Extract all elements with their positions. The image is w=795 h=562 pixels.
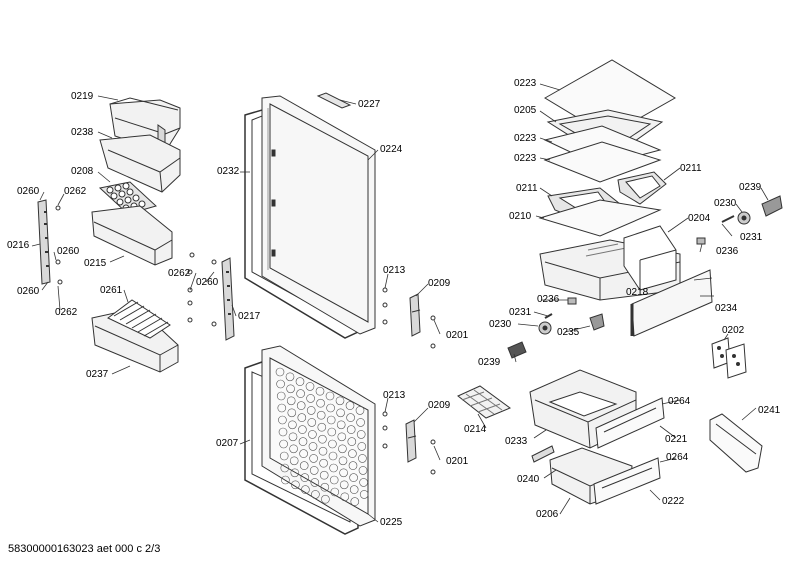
part-label: 0260 <box>17 186 40 197</box>
upper-door-frame <box>261 95 376 335</box>
part-label: 0260 <box>17 286 40 297</box>
part-label: 0238 <box>71 127 94 138</box>
part-label: 0204 <box>688 213 711 224</box>
part-label: 0215 <box>84 258 107 269</box>
crisper-cover-front <box>630 269 713 337</box>
part-label: 0260 <box>57 246 80 257</box>
fitting-cap-mid <box>567 297 577 305</box>
fitting-bracket-mid <box>589 313 605 331</box>
part-label: 0224 <box>380 144 403 155</box>
part-label: 0225 <box>380 517 403 528</box>
glass-shelf-lower <box>538 199 662 237</box>
part-label: 0261 <box>100 285 123 296</box>
part-label: 0262 <box>168 268 191 279</box>
lower-door-insulation-pattern <box>275 367 369 506</box>
part-label: 0230 <box>714 198 737 209</box>
part-label: 0217 <box>238 311 261 322</box>
ice-cube-tray <box>457 385 512 419</box>
fitting-roller-top <box>721 211 751 225</box>
part-label: 0221 <box>665 434 688 445</box>
part-label: 0201 <box>446 456 469 467</box>
part-label: 0241 <box>758 405 781 416</box>
freezer-drawer-divider <box>531 445 555 463</box>
upper-hinge-parts <box>382 287 436 349</box>
part-label: 0260 <box>196 277 219 288</box>
door-shelf <box>91 205 173 266</box>
door-label-plate <box>316 92 352 109</box>
door-shelf-support-right <box>187 252 235 341</box>
freezer-flap <box>709 413 763 473</box>
part-label: 0262 <box>55 307 78 318</box>
part-label: 0223 <box>514 78 537 89</box>
fitting-roller-mid <box>538 313 553 335</box>
part-label: 0264 <box>668 396 691 407</box>
part-label: 0211 <box>680 163 702 174</box>
part-label: 0213 <box>383 265 406 276</box>
part-label: 0222 <box>662 496 685 507</box>
fitting-clip-top <box>761 195 783 217</box>
adhesive-pads <box>711 337 747 379</box>
part-label: 0207 <box>216 438 239 449</box>
part-label: 0237 <box>86 369 109 380</box>
door-shelf-support-left <box>37 199 63 285</box>
crisper-divider <box>623 225 677 291</box>
part-label: 0233 <box>505 436 528 447</box>
part-label: 0209 <box>428 278 451 289</box>
part-label: 0208 <box>71 166 94 177</box>
part-label: 0211 <box>516 183 538 194</box>
part-label: 0223 <box>514 153 537 164</box>
document-code: 58300000163023 aet 000 c 2/3 <box>8 543 161 555</box>
lower-hinge-parts <box>382 411 436 475</box>
glass-shelf-middle <box>543 141 662 183</box>
part-label: 0227 <box>358 99 381 110</box>
part-label: 0262 <box>64 186 87 197</box>
part-label: 0201 <box>446 330 469 341</box>
part-label: 0232 <box>217 166 240 177</box>
part-label: 0240 <box>517 474 540 485</box>
part-label: 0219 <box>71 91 94 102</box>
part-label: 0231 <box>740 232 763 243</box>
fitting-clip-mid <box>507 341 527 359</box>
part-label: 0209 <box>428 400 451 411</box>
bottle-shelf <box>91 299 179 373</box>
part-label: 0235 <box>557 327 580 338</box>
part-label: 0234 <box>715 303 738 314</box>
part-label: 0214 <box>464 424 487 435</box>
part-label: 0264 <box>666 452 689 463</box>
part-label: 0216 <box>7 240 30 251</box>
part-label: 0236 <box>537 294 560 305</box>
butter-compartment-tray <box>99 134 181 193</box>
leader-lines <box>31 83 769 523</box>
part-label: 0230 <box>489 319 512 330</box>
part-label: 0236 <box>716 246 739 257</box>
small-drawer-right <box>617 171 667 205</box>
part-label: 0223 <box>514 133 537 144</box>
lower-door-frame <box>261 345 376 527</box>
freezer-drawer-upper-front <box>595 397 665 449</box>
part-label: 0206 <box>536 509 559 520</box>
part-label: 0205 <box>514 105 537 116</box>
part-label: 0210 <box>509 211 532 222</box>
fitting-cap-top <box>696 237 706 245</box>
part-label: 0213 <box>383 390 406 401</box>
part-label: 0218 <box>626 287 649 298</box>
freezer-drawer-lower-front <box>593 457 661 505</box>
part-label: 0231 <box>509 307 532 318</box>
part-label: 0239 <box>478 357 501 368</box>
part-label: 0202 <box>722 325 745 336</box>
part-label: 0239 <box>739 182 762 193</box>
